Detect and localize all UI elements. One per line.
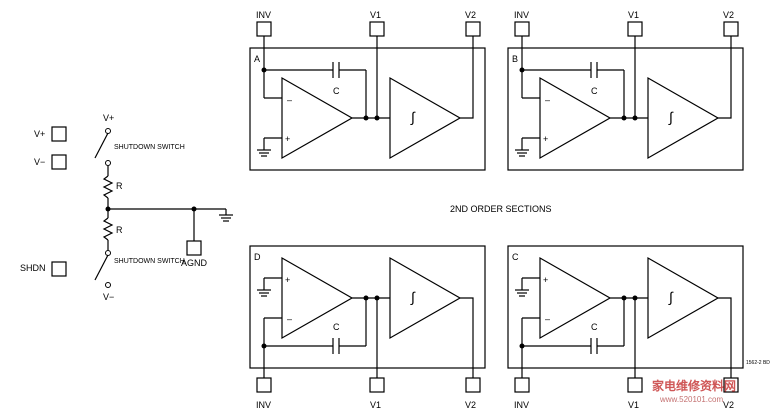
section-a-v2-pin <box>465 21 481 37</box>
top-switch-node <box>105 160 111 166</box>
section-c-plus: + <box>543 275 548 285</box>
section-d: D INV V1 V2 + – C ∫ <box>249 245 486 410</box>
section-d-v2-label: V2 <box>465 400 476 410</box>
section-a: A INV V1 V2 – + C ∫ <box>249 10 486 171</box>
bottom-resistor-label: R <box>116 225 123 235</box>
section-d-v1-label: V1 <box>370 400 381 410</box>
section-b-inv-pin <box>514 21 530 37</box>
top-rail-node <box>105 128 111 134</box>
top-resistor <box>102 175 114 199</box>
bottom-switch-node <box>105 250 111 256</box>
section-b-letter: B <box>512 54 518 64</box>
section-c-box <box>507 245 744 369</box>
watermark-url: www.520101.com <box>659 395 723 404</box>
shdn-pin-label: SHDN <box>20 263 46 273</box>
bottom-switch-blade <box>94 254 109 281</box>
vminus-pin-label: V− <box>34 157 45 167</box>
section-c-integrator <box>647 256 720 340</box>
section-b: B INV V1 V2 – + C ∫ <box>507 10 744 171</box>
ground-symbol <box>219 209 233 222</box>
section-c-minus: – <box>545 314 550 324</box>
section-c-cap-label: C <box>591 322 598 332</box>
section-c-v2-label: V2 <box>723 400 734 410</box>
section-a-box <box>249 47 486 171</box>
bottom-switch-label: SHUTDOWN SWITCH <box>114 258 185 265</box>
section-b-integrator <box>647 76 720 160</box>
section-b-plus: + <box>543 134 548 144</box>
section-d-integral: ∫ <box>410 289 416 305</box>
section-c-letter: C <box>512 252 519 262</box>
section-b-box <box>507 47 744 171</box>
section-c-v1-label: V1 <box>628 400 639 410</box>
section-b-v1-pin <box>627 21 643 37</box>
section-c: C INV V1 V2 + – C ∫ <box>507 245 744 410</box>
section-a-integrator <box>389 76 462 160</box>
top-resistor-label: R <box>116 181 123 191</box>
bottom-rail-label: V− <box>103 292 114 302</box>
section-d-opamp <box>281 256 354 340</box>
section-d-inv-pin <box>256 377 272 393</box>
sections-title: 2ND ORDER SECTIONS <box>450 204 552 214</box>
section-c-inv-pin <box>514 377 530 393</box>
section-b-minus: – <box>545 95 550 105</box>
section-d-cap-label: C <box>333 322 340 332</box>
section-a-v1-pin <box>369 21 385 37</box>
section-b-v1-label: V1 <box>628 10 639 20</box>
section-b-v2-label: V2 <box>723 10 734 20</box>
section-a-opamp <box>281 76 354 160</box>
section-b-v2-pin <box>723 21 739 37</box>
section-c-inv-label: INV <box>514 400 529 410</box>
section-c-v1-pin <box>627 377 643 393</box>
vplus-pin <box>51 126 67 142</box>
section-a-plus: + <box>285 134 290 144</box>
section-d-box <box>249 245 486 369</box>
section-b-integral: ∫ <box>668 109 674 125</box>
bottom-rail-node <box>105 282 111 288</box>
section-d-plus: + <box>285 275 290 285</box>
top-switch-blade <box>94 132 109 159</box>
vplus-pin-label: V+ <box>34 129 45 139</box>
bottom-resistor <box>102 217 114 241</box>
section-a-minus: – <box>287 95 292 105</box>
agnd-pin-label: AGND <box>181 258 208 268</box>
supply-shutdown-circuit: V+ V− SHDN V+ SHUTDOWN SWITCH R AGND <box>20 113 233 302</box>
vminus-pin <box>51 154 67 170</box>
section-d-minus: – <box>287 314 292 324</box>
section-a-v2-label: V2 <box>465 10 476 20</box>
section-a-inv-pin <box>256 21 272 37</box>
shdn-pin <box>51 261 67 277</box>
section-a-inv-label: INV <box>256 10 271 20</box>
section-b-cap-label: C <box>591 86 598 96</box>
section-c-integral: ∫ <box>668 289 674 305</box>
section-c-opamp <box>539 256 612 340</box>
section-d-v1-pin <box>369 377 385 393</box>
section-d-inv-label: INV <box>256 400 271 410</box>
section-a-cap-label: C <box>333 86 340 96</box>
watermark: 家电维修资料网 www.520101.com <box>652 378 736 404</box>
section-a-integral: ∫ <box>410 109 416 125</box>
top-switch-label: SHUTDOWN SWITCH <box>114 144 185 151</box>
agnd-pin <box>186 240 202 256</box>
section-a-letter: A <box>254 54 260 64</box>
figure-code: 1562-2 BD <box>746 360 770 366</box>
section-a-v1-label: V1 <box>370 10 381 20</box>
section-b-opamp <box>539 76 612 160</box>
watermark-text: 家电维修资料网 <box>652 378 736 393</box>
top-rail-label: V+ <box>103 113 114 123</box>
section-d-v2-pin <box>465 377 481 393</box>
section-b-inv-label: INV <box>514 10 529 20</box>
section-d-integrator <box>389 256 462 340</box>
section-d-letter: D <box>254 252 261 262</box>
